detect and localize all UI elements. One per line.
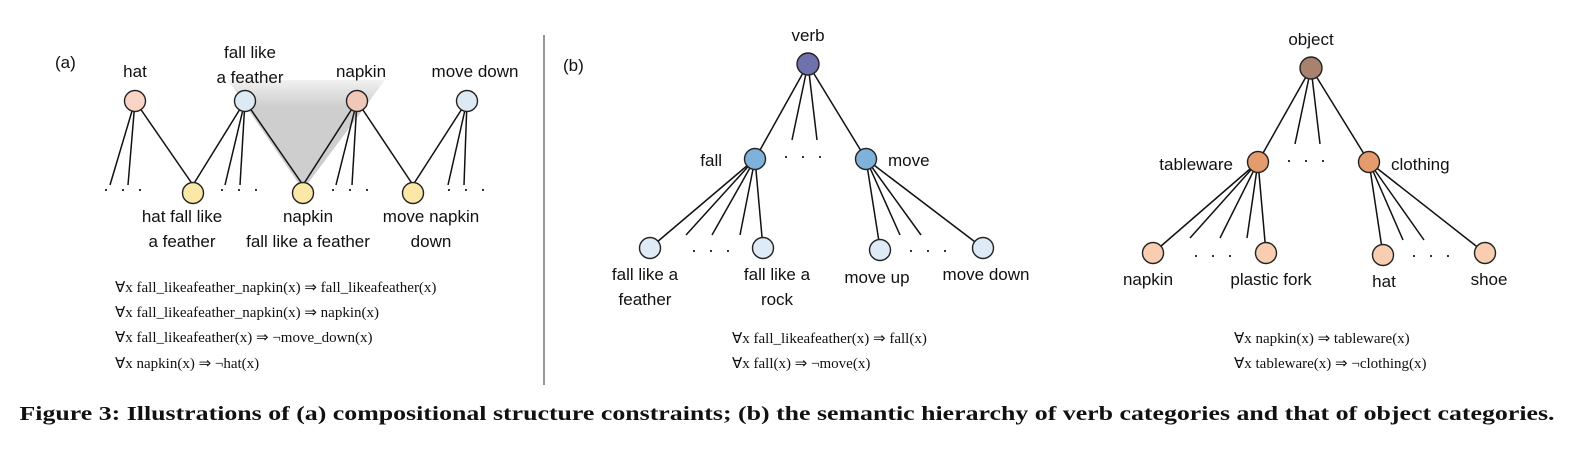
label-line: a feather bbox=[216, 68, 283, 87]
panel-b: (b) verb fall m bbox=[563, 26, 1507, 372]
label-fall-like-a-feather: fall like a feather bbox=[216, 43, 283, 87]
node-move-napkin-down bbox=[401, 181, 425, 205]
verb-tree: verb fall move · · · · · · · · · fall li… bbox=[612, 26, 1030, 372]
label-move-napkin-down: move napkin down bbox=[383, 207, 479, 251]
formula-object-2: ∀x tableware(x) ⇒ ¬clothing(x) bbox=[1234, 356, 1426, 372]
object-tree: object tableware clothing · · · · · · · … bbox=[1123, 30, 1507, 372]
label-napkin-fall-like-a-feather: napkin fall like a feather bbox=[246, 207, 370, 251]
formula-verb-2: ∀x fall(x) ⇒ ¬move(x) bbox=[732, 356, 870, 372]
label-tableware: tableware bbox=[1159, 155, 1233, 174]
label-line: napkin bbox=[283, 207, 333, 226]
ellipsis-a4: · · · bbox=[446, 179, 489, 199]
ellipsis-object-mid: · · · bbox=[1286, 150, 1329, 170]
ellipsis-a3: · · · bbox=[330, 179, 373, 199]
formula-a-2: ∀x fall_likeafeather_napkin(x) ⇒ napkin(… bbox=[115, 305, 379, 321]
formula-verb-1: ∀x fall_likeafeather(x) ⇒ fall(x) bbox=[732, 331, 927, 347]
node-move-down-leaf bbox=[971, 236, 995, 260]
ellipsis-object-clothing: · · · bbox=[1411, 245, 1454, 265]
label-move-down-leaf: move down bbox=[943, 265, 1030, 284]
node-fall-like-a-rock bbox=[751, 236, 775, 260]
ellipsis-verb-mid: · · · bbox=[783, 146, 826, 166]
label-fall-like-a-feather-leaf: fall like a feather bbox=[612, 265, 679, 309]
label-move-up: move up bbox=[844, 268, 909, 287]
formula-a-3: ∀x fall_likeafeather(x) ⇒ ¬move_down(x) bbox=[115, 330, 372, 346]
label-verb: verb bbox=[791, 26, 824, 45]
node-hat bbox=[123, 89, 147, 113]
node-fall-like-a-feather bbox=[233, 89, 257, 113]
label-line: a feather bbox=[148, 232, 215, 251]
label-line: fall like a feather bbox=[246, 232, 370, 251]
label-move: move bbox=[888, 151, 930, 170]
figure-caption: Figure 3: Illustrations of (a) compositi… bbox=[20, 404, 1555, 425]
label-line: hat fall like bbox=[142, 207, 222, 226]
node-clothing bbox=[1357, 150, 1381, 174]
node-shoe bbox=[1473, 241, 1497, 265]
shaded-triangle bbox=[228, 80, 385, 190]
label-hat-fall-like-a-feather: hat fall like a feather bbox=[142, 207, 222, 251]
node-plastic-fork bbox=[1254, 241, 1278, 265]
formula-a-4: ∀x napkin(x) ⇒ ¬hat(x) bbox=[115, 356, 259, 372]
node-fall-like-a-feather-leaf bbox=[638, 236, 662, 260]
label-line: fall like a bbox=[744, 265, 811, 284]
node-napkin-leaf bbox=[1141, 241, 1165, 265]
label-line: feather bbox=[619, 290, 672, 309]
label-fall-like-a-rock: fall like a rock bbox=[744, 265, 811, 309]
label-object: object bbox=[1288, 30, 1334, 49]
ellipsis-verb-move: · · · bbox=[908, 240, 951, 260]
label-line: down bbox=[411, 232, 452, 251]
label-hat-leaf: hat bbox=[1372, 272, 1396, 291]
node-move-up bbox=[868, 238, 892, 262]
node-napkin-fall-like-a-feather bbox=[291, 181, 315, 205]
node-move bbox=[854, 147, 878, 171]
node-move-down bbox=[455, 89, 479, 113]
formula-a-1: ∀x fall_likeafeather_napkin(x) ⇒ fall_li… bbox=[115, 280, 436, 296]
label-line: rock bbox=[761, 290, 794, 309]
label-napkin: napkin bbox=[336, 62, 386, 81]
formula-object-1: ∀x napkin(x) ⇒ tableware(x) bbox=[1234, 331, 1410, 347]
node-object bbox=[1299, 56, 1323, 80]
label-line: fall like bbox=[224, 43, 276, 62]
node-hat-leaf bbox=[1371, 243, 1395, 267]
ellipsis-verb-fall: · · · bbox=[691, 240, 734, 260]
label-fall: fall bbox=[700, 151, 722, 170]
node-verb bbox=[796, 52, 820, 76]
label-shoe: shoe bbox=[1471, 270, 1508, 289]
ellipsis-object-tableware: · · · bbox=[1193, 245, 1236, 265]
panel-b-label: (b) bbox=[563, 56, 584, 75]
panel-a-label: (a) bbox=[55, 53, 76, 72]
label-line: fall like a bbox=[612, 265, 679, 284]
ellipsis-a1: · · · bbox=[103, 179, 146, 199]
label-move-down: move down bbox=[432, 62, 519, 81]
label-plastic-fork: plastic fork bbox=[1230, 270, 1312, 289]
label-line: move napkin bbox=[383, 207, 479, 226]
label-clothing: clothing bbox=[1391, 155, 1450, 174]
panel-a: (a) bbox=[55, 43, 518, 372]
label-napkin-leaf: napkin bbox=[1123, 270, 1173, 289]
ellipsis-a2: · · · bbox=[219, 179, 262, 199]
panel-a-edges bbox=[109, 100, 468, 186]
node-napkin bbox=[345, 89, 369, 113]
label-hat: hat bbox=[123, 62, 147, 81]
node-hat-fall-like-a-feather bbox=[181, 181, 205, 205]
node-tableware bbox=[1246, 150, 1270, 174]
node-fall bbox=[743, 147, 767, 171]
